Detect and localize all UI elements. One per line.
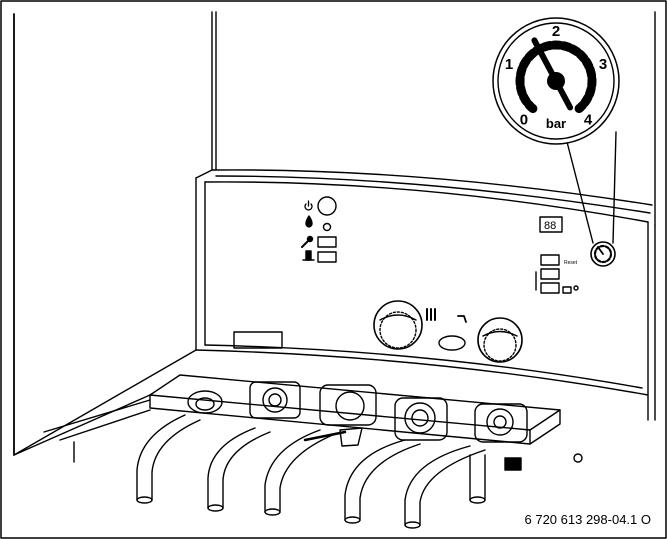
tap-icon [457, 315, 467, 323]
display-digits: 88 [544, 220, 556, 232]
reset-label: Reset [564, 260, 578, 266]
wrench-icon [301, 235, 314, 248]
power-icon [304, 200, 313, 211]
flame-icon [305, 215, 313, 228]
figure-caption: 6 720 613 298-04.1 O [522, 512, 653, 527]
connection-pipes [136, 414, 486, 529]
control-panel-right: 88 Reset [535, 216, 579, 294]
heating-temperature-knob [373, 300, 436, 350]
gauge-scale-label: 4 [584, 111, 593, 128]
gauge-scale-label: 3 [599, 56, 607, 73]
pressure-gauge-magnified: 0 1 2 3 4 bar [492, 17, 620, 145]
panel-pressure-gauge [590, 241, 616, 267]
eco-icon [562, 285, 579, 294]
gauge-scale-label: 1 [505, 56, 513, 73]
boiler-front-panel [13, 169, 656, 456]
boiler-upper-casing [211, 11, 656, 226]
valve-assemblies [187, 381, 583, 471]
control-panel-left [301, 196, 337, 263]
digital-display [539, 216, 563, 233]
callout-line-left [565, 137, 594, 244]
connection-plate [43, 374, 561, 463]
gauge-scale-label: 2 [552, 23, 560, 40]
rating-plate [233, 331, 283, 349]
gauge-unit-label: bar [546, 116, 566, 131]
radiator-icon [426, 308, 436, 321]
center-button [438, 335, 466, 351]
chimney-sweep-icon [302, 250, 315, 261]
gauge-scale-arc [515, 40, 597, 114]
callout-line-right [612, 131, 617, 244]
gauge-hub [547, 72, 565, 90]
hot-water-temperature-knob [457, 315, 523, 363]
gauge-scale-label: 0 [520, 111, 528, 128]
